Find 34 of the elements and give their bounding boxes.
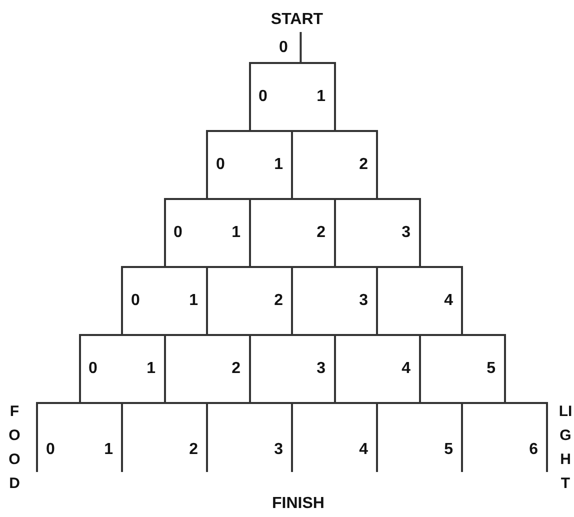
cell-number: 2: [359, 155, 368, 175]
cell-number: 0: [46, 440, 55, 460]
cell-number: 1: [232, 223, 240, 243]
cell-number: 2: [316, 223, 326, 243]
cell-number: 1: [104, 440, 113, 460]
cell-number: 1: [189, 291, 198, 311]
cell-number: 5: [444, 440, 453, 460]
cell-number: 4: [359, 440, 368, 460]
cell-number: 0: [174, 223, 182, 243]
cell-number: 6: [529, 440, 538, 460]
cell-number: 0: [131, 291, 140, 311]
cell-number: 0: [258, 87, 268, 107]
cell-number: 2: [189, 440, 198, 460]
cell-number: 2: [232, 359, 240, 379]
cell-number: 3: [274, 440, 283, 460]
cell-number: 1: [316, 87, 326, 107]
cell-number: 0: [88, 359, 98, 379]
cell-number: 3: [316, 359, 326, 379]
text-label: FINISH: [272, 494, 324, 514]
cell-number: 4: [402, 359, 410, 379]
text-label: 0: [279, 38, 288, 58]
maze-cell: [248, 62, 336, 132]
cell-number: 2: [274, 291, 283, 311]
vertical-label: FOOD: [8, 402, 22, 494]
connector-line: [300, 32, 302, 62]
start-label: START: [270, 10, 324, 30]
cell-number: 1: [146, 359, 156, 379]
cell-number: 0: [216, 155, 225, 175]
cell-number: 5: [486, 359, 496, 379]
cell-number: 4: [444, 291, 453, 311]
vertical-label: LIGHT: [558, 402, 573, 494]
cell-number: 3: [359, 291, 368, 311]
cell-number: 3: [402, 223, 410, 243]
cell-number: 1: [274, 155, 283, 175]
